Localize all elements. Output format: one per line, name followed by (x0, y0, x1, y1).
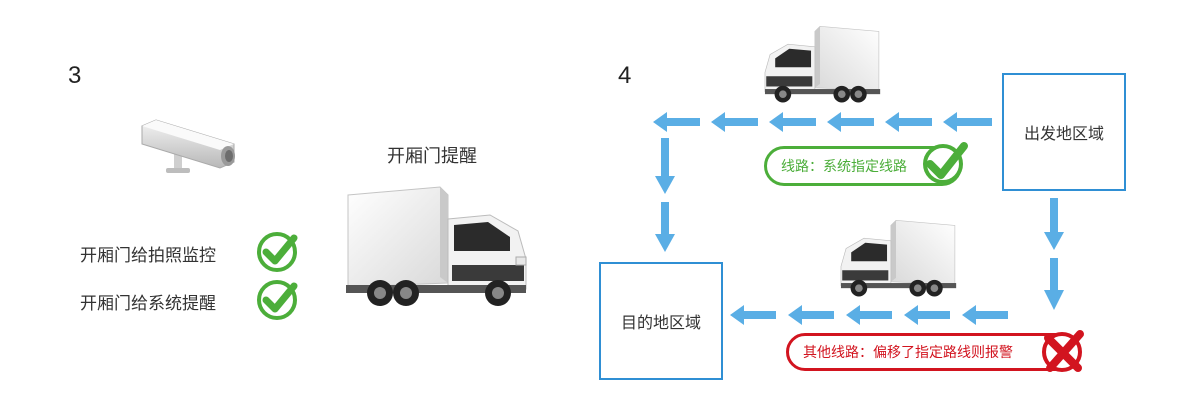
destination-area-box: 目的地区域 (599, 262, 723, 380)
check-circle-icon (257, 280, 298, 320)
door-alert-title: 开厢门提醒 (387, 146, 477, 167)
route-alert-label: 其他线路：偏移了指定路线则报警 (803, 345, 1013, 361)
item-photo-monitor-label: 开厢门给拍照监控 (80, 246, 216, 266)
step-3-number: 3 (68, 62, 82, 89)
step-4-number: 4 (618, 62, 632, 89)
destination-area-label: 目的地区域 (620, 313, 701, 332)
item-system-alert-label: 开厢门给系统提醒 (80, 294, 216, 314)
check-circle-icon (257, 232, 298, 272)
origin-area-box: 出发地区域 (1002, 73, 1126, 191)
camera-icon (141, 119, 235, 173)
route-alert-pill: 其他线路：偏移了指定路线则报警 (786, 333, 1078, 371)
route-ok-label: 线路：系统指定线路 (781, 159, 907, 175)
route-ok-pill: 线路：系统指定线路 (764, 146, 962, 186)
cross-circle-icon (1042, 330, 1084, 372)
truck-icon (346, 186, 527, 306)
check-circle-icon (923, 142, 968, 184)
truck-icon (840, 219, 957, 297)
origin-area-label: 出发地区域 (1023, 124, 1104, 143)
truck-icon (764, 25, 881, 103)
